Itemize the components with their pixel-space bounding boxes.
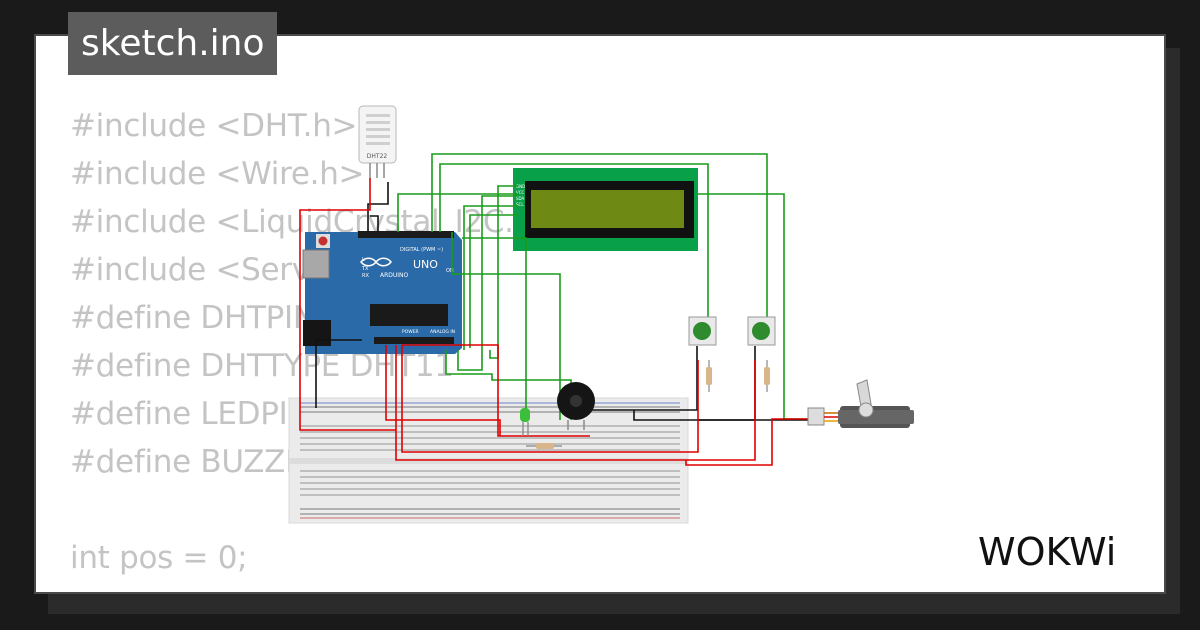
- file-tab[interactable]: sketch.ino: [68, 12, 278, 75]
- uno-label: UNO: [413, 258, 438, 271]
- tx-led-label: TX: [361, 266, 369, 272]
- usb-port: [302, 249, 330, 279]
- dht22-sensor[interactable]: DHT22: [358, 105, 397, 178]
- lcd-pin-scl-label: SCL: [516, 202, 524, 207]
- digital-header: [358, 231, 454, 238]
- on-led-label: ON: [446, 268, 454, 274]
- code-line: #include <DHT.h>: [70, 108, 358, 144]
- button-resistor-2: [764, 360, 770, 392]
- code-line: int sensorValue = 0;: [70, 582, 559, 592]
- button-resistor-1: [706, 360, 712, 392]
- buzzer[interactable]: [557, 382, 595, 430]
- analog-in-label: ANALOG IN: [430, 329, 455, 335]
- code-line: #include <Wire.h>: [70, 156, 365, 192]
- pushbutton-1[interactable]: [688, 316, 717, 346]
- digital-header-label: DIGITAL (PWM ~): [400, 247, 443, 253]
- servo-motor[interactable]: [807, 379, 914, 428]
- atmega-chip: [370, 304, 448, 326]
- lcd-screen: [531, 190, 684, 228]
- wokwi-logo-text: WOKWi: [978, 530, 1116, 574]
- power-label: POWER: [402, 329, 419, 335]
- wokwi-logo: WOKWi: [978, 530, 1116, 574]
- arduino-brand-label: ARDUINO: [380, 272, 409, 279]
- dht22-label: DHT22: [367, 153, 388, 160]
- lcd-pin-sda-label: SDA: [516, 196, 525, 201]
- rx-led-label: RX: [362, 273, 369, 279]
- arduino-uno-board[interactable]: DIGITAL (PWM ~) UNO ARDUINO POWER ANALOG…: [302, 231, 462, 354]
- lcd-1602-display[interactable]: GND VCC SDA SCL: [513, 168, 698, 251]
- arduino-infinity-logo-icon: [360, 257, 392, 267]
- reset-button[interactable]: [318, 236, 328, 246]
- led-resistor: [526, 443, 562, 449]
- breadboard-holes: [300, 406, 680, 515]
- code-line: int pos = 0;: [70, 540, 248, 576]
- pushbutton-2[interactable]: [747, 316, 776, 346]
- preview-card: #include <DHT.h> #include <Wire.h> #incl…: [34, 34, 1166, 594]
- lcd-pin-gnd-label: GND: [516, 184, 525, 189]
- lcd-pin-vcc-label: VCC: [516, 190, 525, 195]
- power-analog-header: [374, 337, 454, 344]
- green-led[interactable]: [520, 408, 530, 436]
- power-jack: [303, 320, 331, 346]
